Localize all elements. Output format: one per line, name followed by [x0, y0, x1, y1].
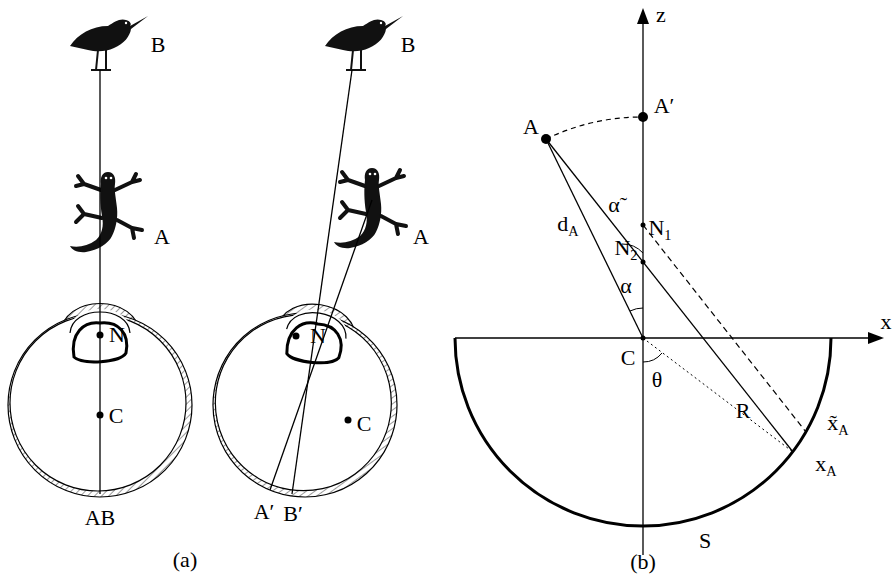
- panel-label: (b): [630, 551, 656, 573]
- point-label: N: [310, 325, 326, 347]
- point-label: N1: [648, 217, 671, 242]
- axis-label: x: [881, 311, 892, 333]
- point-label: A′: [654, 95, 675, 117]
- point-label: C: [109, 405, 124, 427]
- surface-label: S: [699, 530, 711, 552]
- object-label: B: [151, 34, 166, 56]
- length-label: dA: [557, 213, 578, 238]
- object-label: A: [413, 226, 429, 248]
- radius-label: R: [736, 400, 751, 422]
- panel-label: (a): [173, 549, 197, 571]
- object-label: A: [154, 226, 170, 248]
- point-label: N: [109, 324, 125, 346]
- point-label: xA: [815, 453, 836, 478]
- point-label: N2: [614, 237, 637, 262]
- image-label: AB: [85, 507, 116, 529]
- image-label: A′: [254, 501, 275, 523]
- axis-label: z: [656, 4, 666, 26]
- point-label: C: [357, 413, 372, 435]
- angle-label: θ: [652, 369, 663, 391]
- angle-label: α: [620, 275, 632, 297]
- angle-label: α̃: [608, 194, 620, 216]
- image-label: B′: [283, 503, 303, 525]
- point-label: x̃A: [827, 412, 848, 437]
- object-label: B: [401, 34, 416, 56]
- point-label: C: [621, 347, 636, 369]
- point-label: A: [523, 116, 539, 138]
